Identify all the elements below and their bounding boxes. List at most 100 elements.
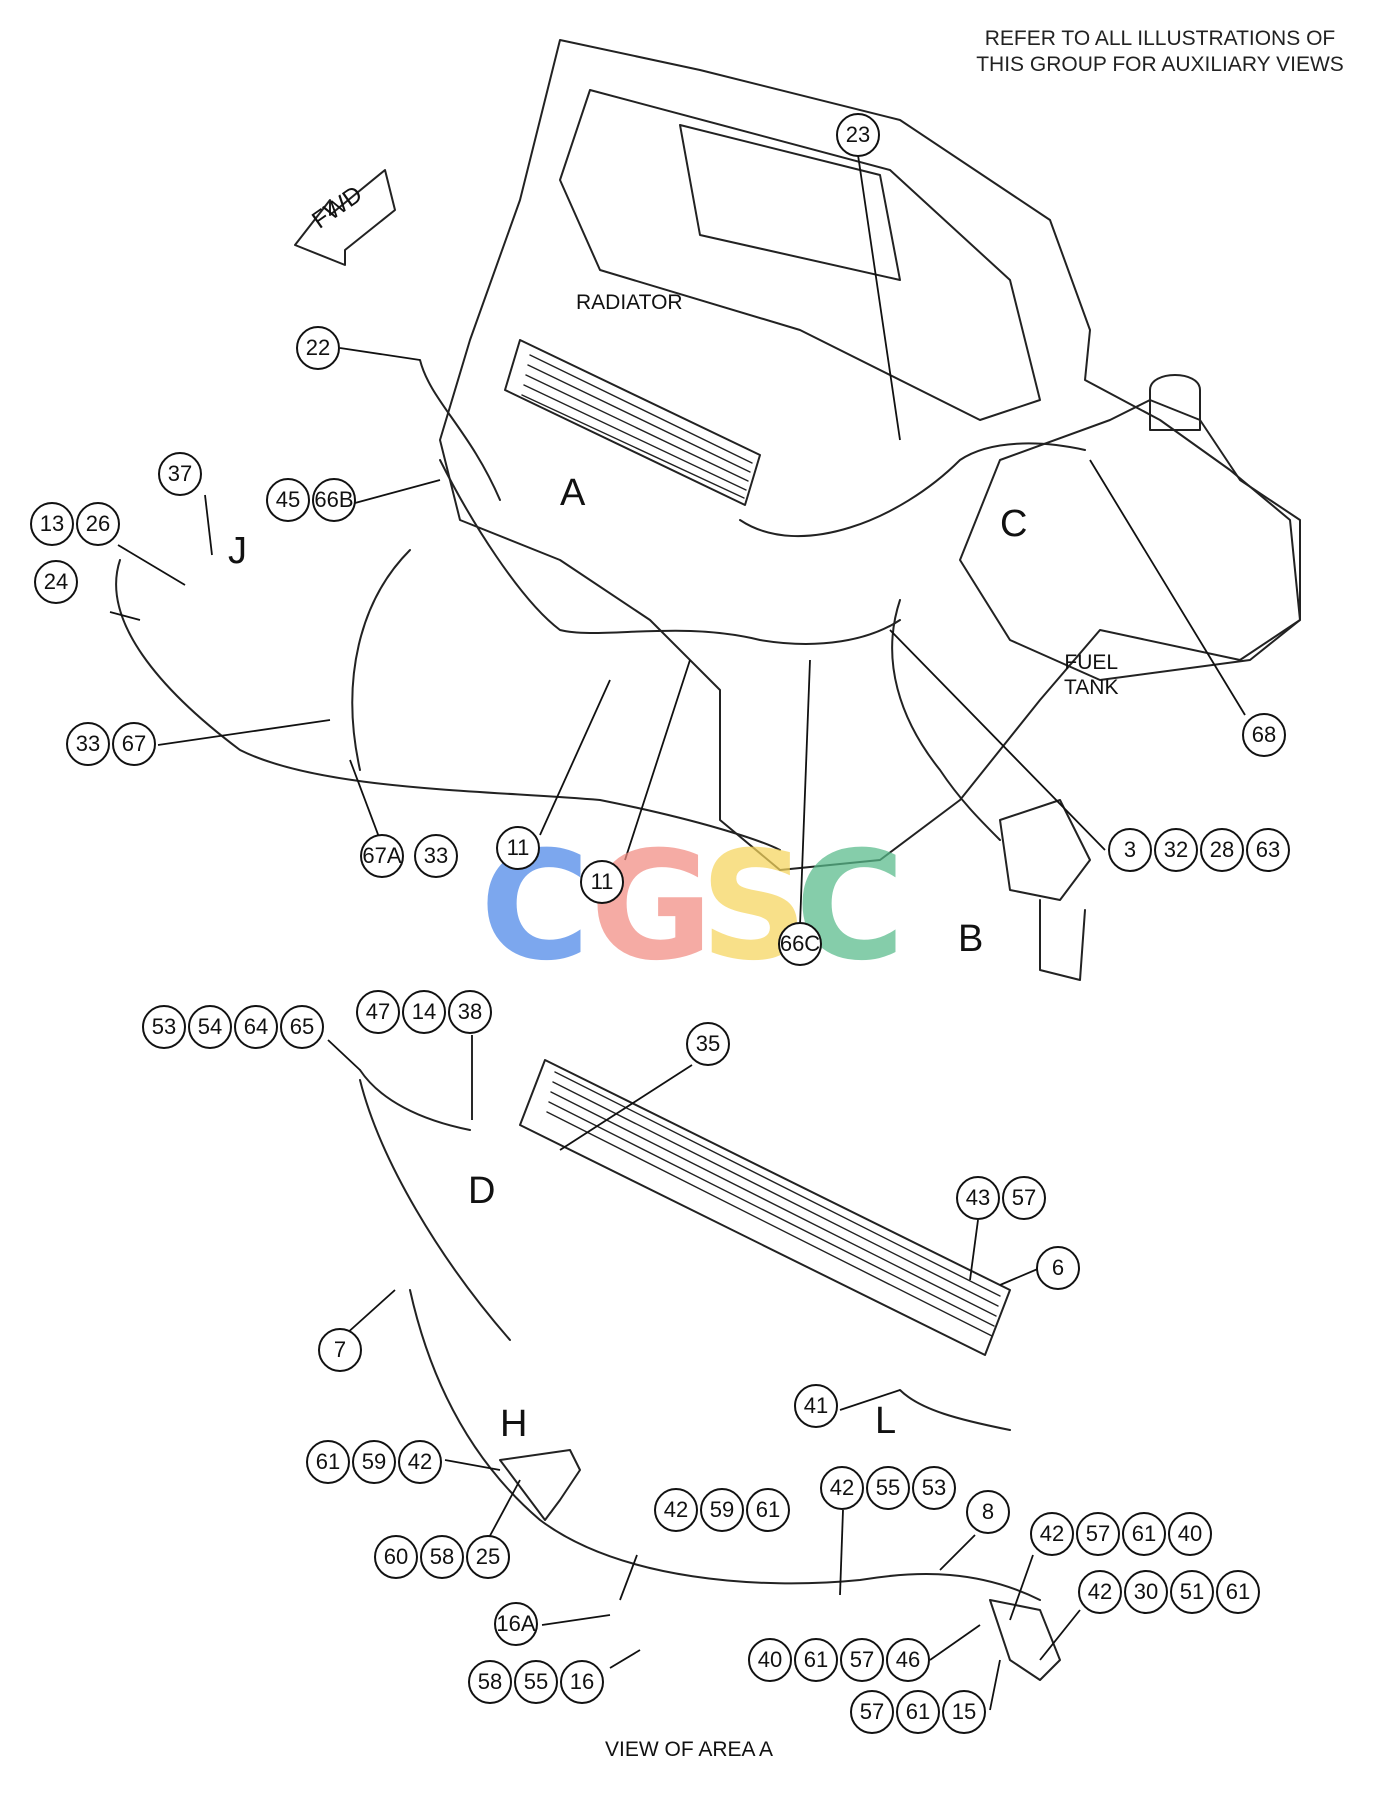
callout-32: 32: [1154, 828, 1198, 872]
callout-13: 13: [30, 502, 74, 546]
callout-38: 38: [448, 990, 492, 1034]
callout-68: 68: [1242, 713, 1286, 757]
callout-63: 63: [1246, 828, 1290, 872]
callout-42: 42: [398, 1440, 442, 1484]
callout-67: 67: [112, 722, 156, 766]
view-letter-l: L: [875, 1400, 897, 1442]
hose-main: [439, 459, 901, 645]
callout-57-d: 57: [850, 1690, 894, 1734]
callout-45: 45: [266, 478, 310, 522]
callout-40: 40: [1168, 1512, 1212, 1556]
callout-61-c: 61: [1122, 1512, 1166, 1556]
hose-h: [409, 1289, 1041, 1601]
bracket-r: [989, 1599, 1061, 1681]
hose-23: [739, 442, 1086, 538]
callout-37: 37: [158, 452, 202, 496]
hose-l: [899, 1389, 1011, 1431]
view-caption: VIEW OF AREA A: [605, 1738, 774, 1761]
callout-35: 35: [686, 1022, 730, 1066]
callout-59-b: 59: [700, 1488, 744, 1532]
callout-66c: 66C: [778, 922, 822, 966]
callout-22: 22: [296, 326, 340, 370]
callout-51: 51: [1170, 1570, 1214, 1614]
callout-33-b: 33: [414, 834, 458, 878]
callout-11: 11: [496, 826, 540, 870]
callout-67a: 67A: [360, 834, 404, 878]
frame-window: [679, 124, 901, 281]
fuel-tank-line1: FUEL: [1064, 651, 1119, 674]
hose-22: [419, 359, 501, 501]
hose-d: [359, 1069, 471, 1131]
callout-57: 57: [1002, 1176, 1046, 1220]
callout-42-e: 42: [1078, 1570, 1122, 1614]
callout-3: 3: [1108, 828, 1152, 872]
callout-61-f: 61: [896, 1690, 940, 1734]
reference-note: REFER TO ALL ILLUSTRATIONS OF THIS GROUP…: [940, 26, 1380, 78]
callout-23: 23: [836, 113, 880, 157]
callout-40-b: 40: [748, 1638, 792, 1682]
fuel-filter: [999, 799, 1091, 901]
callout-61-e: 61: [794, 1638, 838, 1682]
callout-54: 54: [188, 1005, 232, 1049]
callout-55-b: 55: [514, 1660, 558, 1704]
callout-26: 26: [76, 502, 120, 546]
callout-33: 33: [66, 722, 110, 766]
callout-66b: 66B: [312, 478, 356, 522]
callout-7: 7: [318, 1328, 362, 1372]
callout-25: 25: [466, 1535, 510, 1579]
view-letter-a: A: [560, 472, 586, 514]
hose-24: [115, 559, 781, 851]
oil-cooler: [519, 1059, 1011, 1356]
callout-16: 16: [560, 1660, 604, 1704]
callout-47: 47: [356, 990, 400, 1034]
callout-61-d: 61: [1216, 1570, 1260, 1614]
callout-61-b: 61: [746, 1488, 790, 1532]
callout-41: 41: [794, 1384, 838, 1428]
callout-58-b: 58: [468, 1660, 512, 1704]
radiator-cooler: [504, 339, 761, 506]
callout-28: 28: [1200, 828, 1244, 872]
hose-right: [891, 599, 1001, 841]
callout-65: 65: [280, 1005, 324, 1049]
hose-67: [351, 549, 411, 771]
callout-42-b: 42: [654, 1488, 698, 1532]
callout-16a: 16A: [494, 1602, 538, 1646]
callout-61: 61: [306, 1440, 350, 1484]
fwd-arrow: [294, 169, 396, 266]
fuel-tank-line2: TANK: [1064, 676, 1119, 699]
callout-15: 15: [942, 1690, 986, 1734]
watermark-letter-4: C: [795, 820, 905, 994]
frame-outline: [439, 39, 1301, 871]
view-letter-j: J: [228, 530, 247, 572]
callout-57-b: 57: [1076, 1512, 1120, 1556]
callout-55: 55: [866, 1466, 910, 1510]
callout-14: 14: [402, 990, 446, 1034]
callout-60: 60: [374, 1535, 418, 1579]
reference-note-line1: REFER TO ALL ILLUSTRATIONS OF: [984, 27, 1336, 50]
callout-42-c: 42: [820, 1466, 864, 1510]
callout-64: 64: [234, 1005, 278, 1049]
callout-42-d: 42: [1030, 1512, 1074, 1556]
view-letter-d: D: [468, 1170, 496, 1212]
fuel-tank-outline: [959, 399, 1301, 681]
callout-8: 8: [966, 1490, 1010, 1534]
callout-59: 59: [352, 1440, 396, 1484]
hose-long: [359, 1079, 511, 1341]
callout-53-b: 53: [912, 1466, 956, 1510]
bracket-h: [499, 1449, 581, 1521]
radiator-label: RADIATOR: [576, 291, 683, 314]
watermark-letter-3: S: [700, 820, 808, 994]
watermark-letter-2: G: [590, 820, 713, 994]
callout-58: 58: [420, 1535, 464, 1579]
callout-6: 6: [1036, 1246, 1080, 1290]
fuel-tank-label: FUEL TANK: [1064, 650, 1118, 700]
callout-11-b: 11: [580, 860, 624, 904]
view-letter-c: C: [1000, 503, 1028, 545]
callout-24: 24: [34, 560, 78, 604]
callout-53: 53: [142, 1005, 186, 1049]
callout-57-c: 57: [840, 1638, 884, 1682]
reference-note-line2: THIS GROUP FOR AUXILIARY VIEWS: [976, 53, 1344, 76]
callout-43: 43: [956, 1176, 1000, 1220]
frame-inner: [559, 89, 1041, 421]
